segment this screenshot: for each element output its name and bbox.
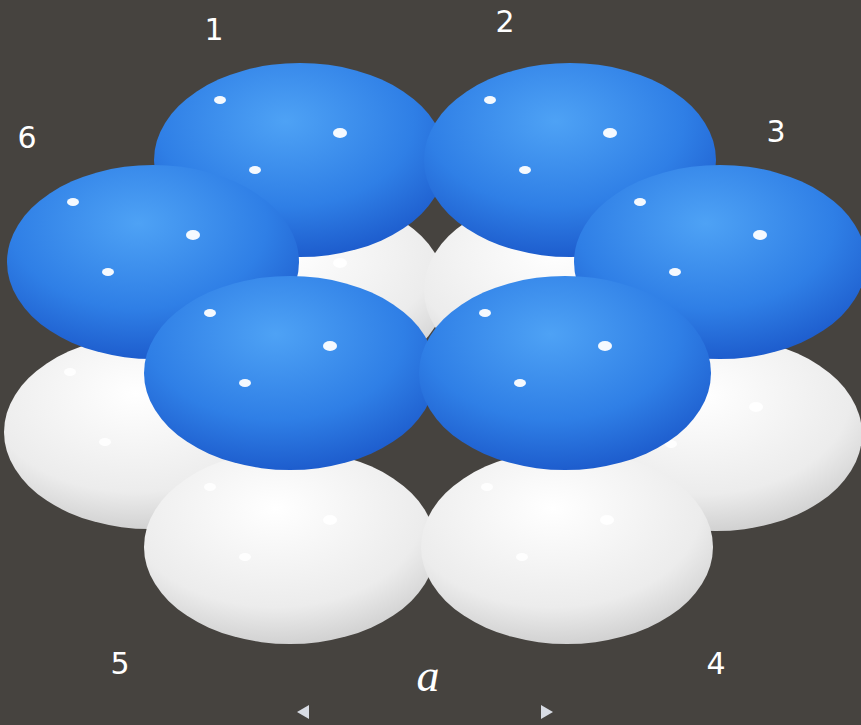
- callout-number: 6: [17, 123, 36, 153]
- callout-number: 2: [495, 7, 514, 37]
- callout-number: 3: [766, 117, 785, 147]
- lower-lobe: [421, 450, 713, 644]
- upper-lobe: [419, 276, 711, 470]
- callout-number: 4: [706, 649, 725, 679]
- dimension-label: a: [417, 653, 440, 699]
- callout-number: 1: [204, 15, 223, 45]
- callout-number: 5: [110, 649, 129, 679]
- dimension-arrow: [297, 705, 553, 719]
- upper-lobe: [144, 276, 436, 470]
- lower-lobe: [144, 450, 436, 644]
